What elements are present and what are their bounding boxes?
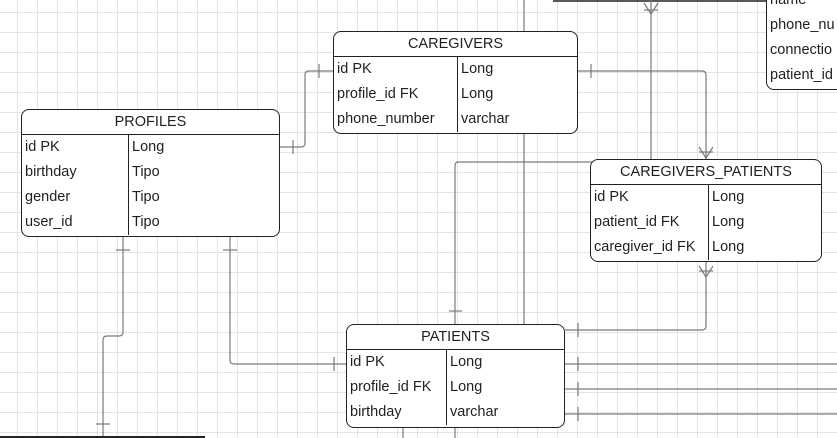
table-row: id PK Long bbox=[22, 135, 279, 160]
table-row: id PK Long bbox=[347, 350, 564, 375]
table-row: gender Tipo bbox=[22, 185, 279, 210]
entity-title: CAREGIVERS bbox=[334, 32, 577, 57]
table-row: birthday Tipo bbox=[22, 160, 279, 185]
entity-caregivers[interactable]: CAREGIVERS id PK Long profile_id FK Long… bbox=[333, 31, 578, 134]
entity-title: PATIENTS bbox=[347, 325, 564, 350]
field-name: id PK bbox=[591, 185, 709, 210]
field-name: profile_id FK bbox=[347, 375, 447, 400]
field-name: id PK bbox=[334, 57, 458, 82]
table-row: connectio bbox=[770, 42, 833, 58]
field-name: patient_id FK bbox=[591, 210, 709, 235]
table-row: birthday varchar bbox=[347, 400, 564, 425]
entity-title: CAREGIVERS_PATIENTS bbox=[591, 160, 821, 185]
field-type: Tipo bbox=[132, 189, 160, 205]
entity-patients[interactable]: PATIENTS id PK Long profile_id FK Long b… bbox=[346, 324, 565, 428]
entity-caregivers-patients[interactable]: CAREGIVERS_PATIENTS id PK Long patient_i… bbox=[590, 159, 822, 262]
table-row: profile_id FK Long bbox=[334, 82, 577, 107]
table-row: id PK Long bbox=[591, 185, 821, 210]
table-row: caregiver_id FK Long bbox=[591, 235, 821, 260]
connector-cp-to-patients bbox=[565, 262, 707, 331]
table-row: name bbox=[770, 0, 807, 8]
field-type: Long bbox=[712, 214, 745, 230]
entity-title: PROFILES bbox=[22, 110, 279, 135]
field-type: Tipo bbox=[132, 164, 160, 180]
table-row: patient_id FK Long bbox=[591, 210, 821, 235]
table-row: phone_nu bbox=[770, 17, 835, 33]
field-name: user_id bbox=[22, 210, 129, 235]
field-type: varchar bbox=[461, 111, 510, 127]
field-type: varchar bbox=[450, 404, 499, 420]
field-name: id PK bbox=[22, 135, 129, 160]
table-row: profile_id FK Long bbox=[347, 375, 564, 400]
field-name: phone_number bbox=[334, 107, 458, 132]
table-row: patient_id bbox=[770, 67, 833, 83]
field-type: Long bbox=[450, 379, 483, 395]
entity-partial-right[interactable]: name phone_nu connectio patient_id bbox=[766, 0, 837, 90]
field-type: Long bbox=[712, 239, 745, 255]
field-name: id PK bbox=[347, 350, 447, 375]
connector-profiles-to-patients bbox=[229, 237, 346, 365]
field-type: Long bbox=[450, 354, 483, 370]
field-name: profile_id FK bbox=[334, 82, 458, 107]
connector-caregivers-to-profiles bbox=[280, 70, 333, 148]
field-name: birthday bbox=[22, 160, 129, 185]
table-row: id PK Long bbox=[334, 57, 577, 82]
field-type: Long bbox=[461, 86, 494, 102]
field-type: Long bbox=[712, 189, 745, 205]
table-row: phone_number varchar bbox=[334, 107, 577, 132]
field-type: Long bbox=[461, 61, 494, 77]
connector-caregivers-to-cp bbox=[578, 70, 707, 160]
connector-profiles-down bbox=[102, 237, 124, 438]
field-type: Tipo bbox=[132, 214, 160, 230]
field-name: gender bbox=[22, 185, 129, 210]
field-name: birthday bbox=[347, 400, 447, 425]
field-name: caregiver_id FK bbox=[591, 235, 709, 260]
field-type: Long bbox=[132, 139, 165, 155]
table-row: user_id Tipo bbox=[22, 210, 279, 235]
entity-profiles[interactable]: PROFILES id PK Long birthday Tipo gender… bbox=[21, 109, 280, 237]
